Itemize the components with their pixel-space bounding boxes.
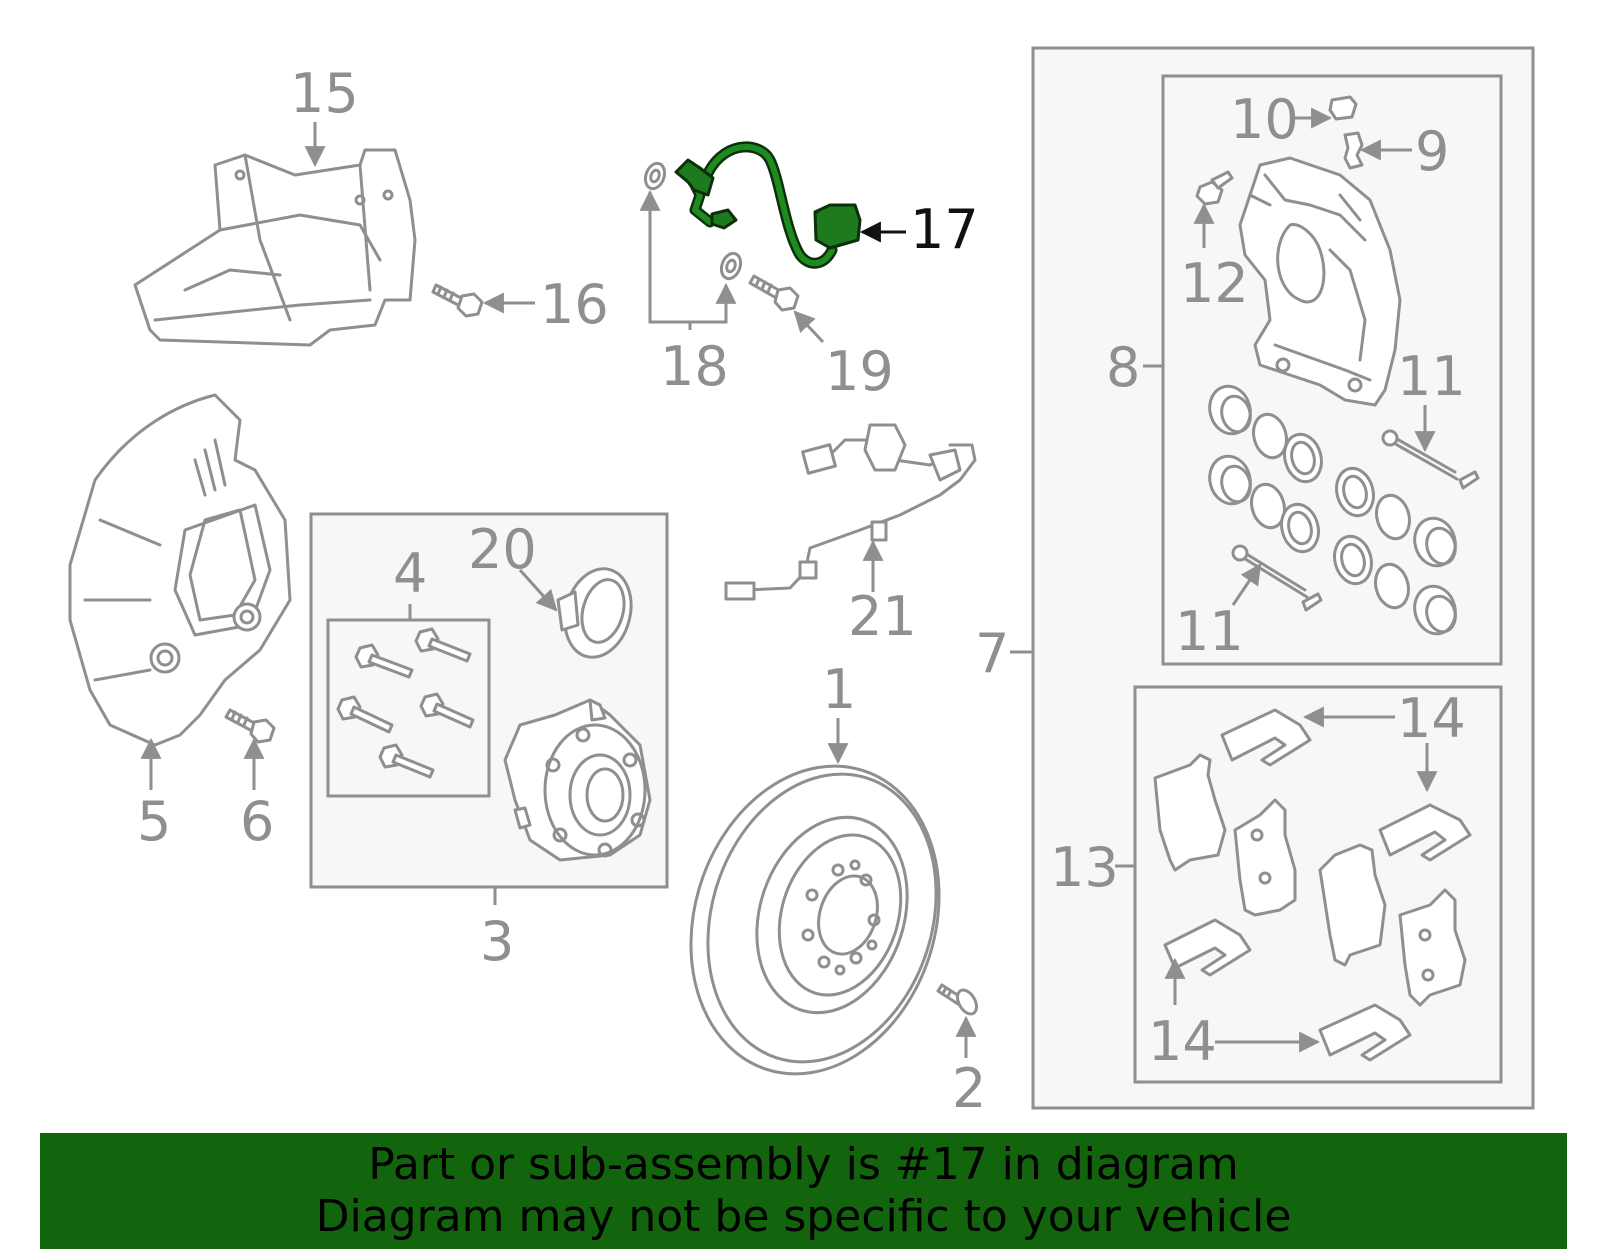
callout-20: 20 [468,518,537,581]
part-16-bolt[interactable] [431,283,484,318]
banner-line-1: Part or sub-assembly is #17 in diagram [368,1139,1239,1190]
callout-17: 17 [910,198,979,261]
part-9-bleeder[interactable] [1343,131,1364,170]
part-17-brake-hose[interactable] [674,141,862,269]
callout-12: 12 [1180,252,1249,315]
part-13-pads[interactable] [1153,753,1467,1007]
callout-14-top: 14 [1397,687,1466,750]
callout-9: 9 [1415,120,1449,183]
callout-1: 1 [822,658,856,721]
callout-13: 13 [1050,836,1119,899]
banner-line-2: Diagram may not be specific to your vehi… [315,1191,1292,1242]
part-10-cap[interactable] [1328,95,1358,121]
callout-21: 21 [848,585,917,648]
part-8-caliper[interactable] [1238,156,1402,407]
callout-2: 2 [952,1057,986,1120]
callout-6: 6 [240,790,274,853]
group-box-13 [1133,685,1503,1084]
parts-diagram: 15 16 17 18 19 20 21 4 5 6 3 1 2 7 8 10 … [68,46,1535,1120]
callout-5: 5 [137,790,171,853]
callout-11-top: 11 [1397,345,1466,408]
part-15-bracket[interactable] [133,148,417,347]
part-19-bolt[interactable] [748,274,800,312]
caliper-pistons[interactable] [1204,382,1460,639]
callout-14-bottom: 14 [1148,1010,1217,1073]
part-14-clips[interactable] [1163,708,1472,1062]
part-11-pins[interactable] [1231,429,1480,612]
part-21-sensor-wire[interactable] [724,423,977,601]
callout-15: 15 [290,62,359,125]
part-3-hub[interactable] [503,698,652,862]
callout-4: 4 [393,542,427,605]
callout-11-bottom: 11 [1175,600,1244,663]
part-18-washers[interactable] [642,161,744,282]
part-20-seal[interactable] [555,561,640,664]
callout-16: 16 [540,273,609,336]
part-6-bolt[interactable] [224,708,276,744]
callout-10: 10 [1230,88,1299,151]
callout-7: 7 [975,622,1009,685]
part-2-screw[interactable] [936,983,980,1017]
info-banner: Part or sub-assembly is #17 in diagram D… [40,1133,1567,1249]
part-1-rotor[interactable] [652,734,977,1107]
part-4-hub-bolts[interactable] [336,627,475,779]
callout-18: 18 [660,335,729,398]
part-12-bolt[interactable] [1195,170,1234,206]
callout-3: 3 [480,910,514,973]
part-5-dust-shield[interactable] [68,393,292,747]
callout-19: 19 [825,340,894,403]
callout-8: 8 [1106,336,1140,399]
